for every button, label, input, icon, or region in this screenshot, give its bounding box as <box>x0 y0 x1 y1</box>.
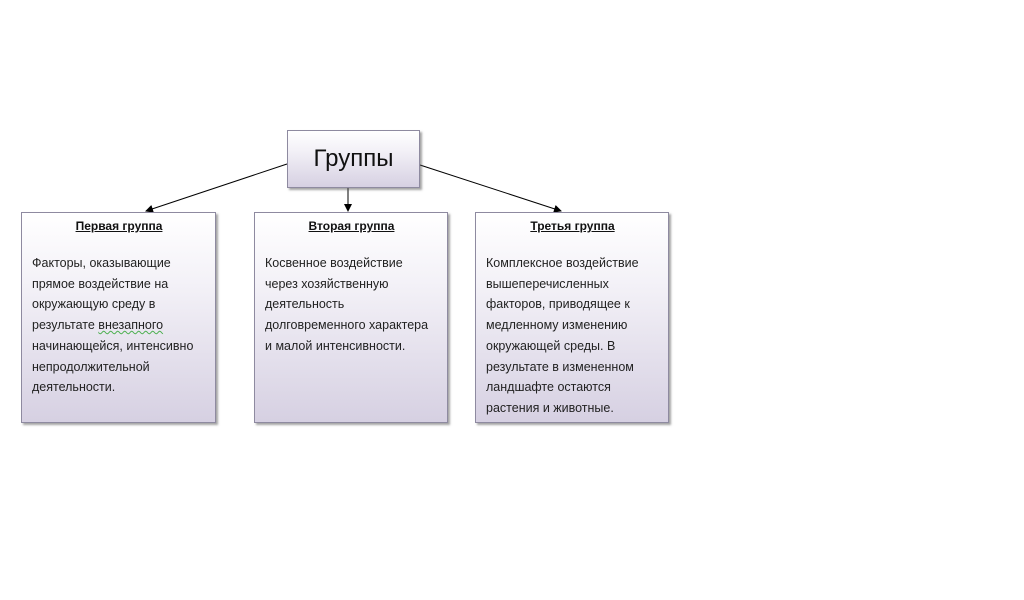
group-text-first-part2: начинающейся, интенсивно непродолжительн… <box>32 338 194 395</box>
connector-to-group-3 <box>419 164 562 213</box>
connector-to-group-1 <box>145 163 288 213</box>
group-text-second: Косвенное воздействие через хозяйственну… <box>265 256 429 353</box>
group-text-first-part1: Факторы, оказывающие прямое воздействие … <box>32 256 171 333</box>
group-title-second: Вторая группа <box>308 219 395 233</box>
group-title-first: Первая группа <box>75 219 163 233</box>
root-node-label: Группы <box>313 145 394 172</box>
spellcheck-marked-word: внезапного <box>98 318 164 333</box>
group-title-third: Третья группа <box>530 219 615 233</box>
group-box-second[interactable]: Вторая группа Косвенное воздействие чере… <box>254 212 448 423</box>
group-box-first[interactable]: Первая группа Факторы, оказывающие прямо… <box>21 212 216 423</box>
root-node-groups[interactable]: Группы <box>287 130 420 188</box>
group-box-third[interactable]: Третья группа Комплексное воздействие вы… <box>475 212 669 423</box>
group-text-first: Факторы, оказывающие прямое воздействие … <box>32 253 206 398</box>
group-text-third: Комплексное воздействие вышеперечисленны… <box>486 256 639 415</box>
